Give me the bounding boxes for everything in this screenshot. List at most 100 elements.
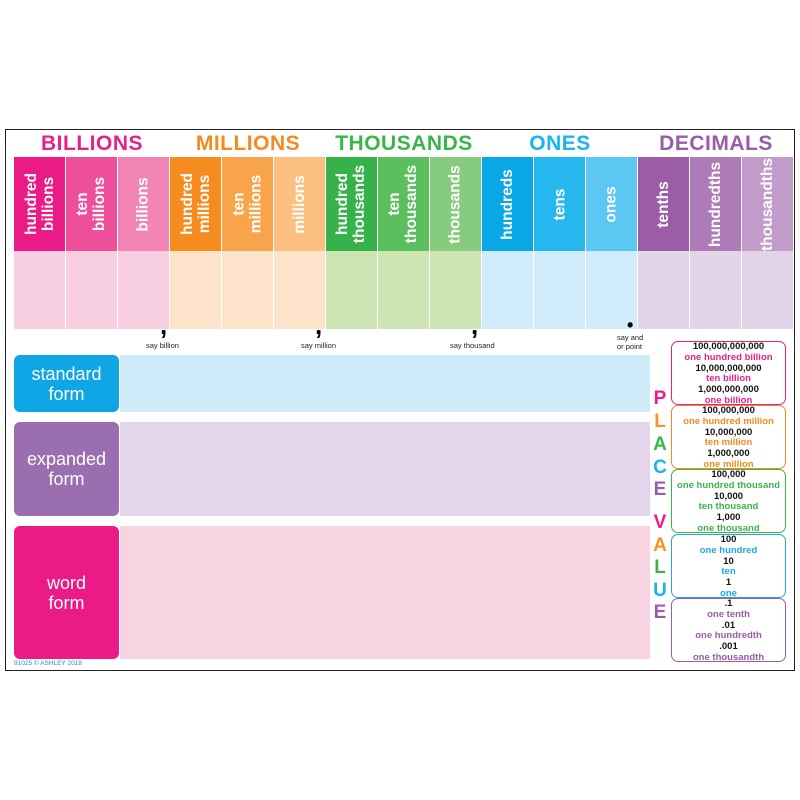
place-value-letter: C bbox=[653, 457, 667, 478]
column-label: ten millions bbox=[230, 174, 265, 234]
column-cell-hundred-billions bbox=[14, 251, 65, 329]
place-value-number: 1,000 bbox=[716, 512, 741, 524]
form-writing-area bbox=[120, 422, 650, 516]
place-value-number: 100,000,000 bbox=[702, 405, 755, 416]
form-label-standard-form: standard form bbox=[14, 355, 119, 412]
column-header-hundreds: hundreds bbox=[482, 157, 533, 251]
column-header-hundred-billions: hundred billions bbox=[14, 157, 65, 251]
place-value-words: one thousandth bbox=[692, 651, 765, 663]
place-value-words: one million bbox=[703, 458, 754, 470]
place-value-letter: E bbox=[653, 602, 667, 623]
comma-separator: , bbox=[160, 310, 168, 340]
column-label: hundred thousands bbox=[334, 164, 369, 244]
column-label: hundred millions bbox=[178, 173, 213, 235]
place-value-number: 10,000 bbox=[713, 490, 744, 502]
column-cell-hundredths bbox=[690, 251, 741, 329]
place-value-letter: A bbox=[653, 535, 667, 556]
place-value-number: 100,000 bbox=[711, 469, 746, 480]
group-title-ones: ONES bbox=[529, 132, 591, 155]
place-value-number: .01 bbox=[721, 619, 736, 631]
decimal-point-separator: • bbox=[627, 315, 634, 335]
place-value-words: ten bbox=[721, 566, 736, 578]
place-value-letter: L bbox=[654, 557, 666, 578]
place-value-letter: U bbox=[653, 580, 667, 601]
form-label-word-form: word form bbox=[14, 526, 119, 659]
place-value-letter: E bbox=[653, 479, 667, 500]
column-header-ten-billions: ten billions bbox=[66, 157, 117, 251]
column-header-thousandths: thousandths bbox=[742, 157, 793, 251]
column-cell-hundreds bbox=[482, 251, 533, 329]
place-value-number: 100 bbox=[720, 534, 737, 545]
column-header-ten-millions: ten millions bbox=[222, 157, 273, 251]
column-cell-thousands bbox=[430, 251, 481, 329]
column-label: tenths bbox=[655, 180, 672, 228]
place-value-words: one thousand bbox=[697, 522, 760, 534]
place-value-words: one hundred million bbox=[683, 415, 774, 427]
column-cell-ten-thousands bbox=[378, 251, 429, 329]
comma-separator: , bbox=[315, 310, 323, 340]
place-value-number: 100,000,000,000 bbox=[692, 341, 765, 352]
place-value-number: 1 bbox=[725, 577, 732, 589]
column-header-hundred-millions: hundred millions bbox=[170, 157, 221, 251]
column-header-hundredths: hundredths bbox=[690, 157, 741, 251]
place-value-number: 10,000,000,000 bbox=[695, 362, 762, 374]
column-cell-thousandths bbox=[742, 251, 793, 329]
place-value-words: one hundred bbox=[699, 544, 758, 556]
form-label-expanded-form: expanded form bbox=[14, 422, 119, 516]
column-header-hundred-thousands: hundred thousands bbox=[326, 157, 377, 251]
place-value-words: one bbox=[720, 587, 737, 599]
column-label: millions bbox=[291, 174, 309, 234]
column-cell-billions bbox=[118, 251, 169, 329]
place-value-letter: V bbox=[653, 512, 667, 533]
column-cell-hundred-thousands bbox=[326, 251, 377, 329]
form-writing-area bbox=[120, 355, 650, 412]
group-title-billions: BILLIONS bbox=[41, 132, 143, 155]
column-cell-ones bbox=[586, 251, 637, 329]
column-cell-hundred-millions bbox=[170, 251, 221, 329]
column-label: tens bbox=[551, 188, 568, 220]
column-header-ten-thousands: ten thousands bbox=[378, 157, 429, 251]
place-value-words: one billion bbox=[704, 394, 753, 406]
place-value-number: .001 bbox=[719, 641, 738, 653]
place-value-letter: L bbox=[654, 411, 666, 432]
place-value-words: ten billion bbox=[706, 373, 751, 385]
column-header-thousands: thousands bbox=[430, 157, 481, 251]
separator-label: say thousand bbox=[450, 341, 495, 350]
column-header-tens: tens bbox=[534, 157, 585, 251]
place-value-words: ten thousand bbox=[698, 501, 759, 513]
column-label: ten thousands bbox=[386, 164, 421, 244]
copyright-text: 91025 © ASHLEY 2018 bbox=[14, 660, 82, 667]
place-value-words: one hundred thousand bbox=[677, 479, 780, 491]
place-value-number: 10,000,000 bbox=[704, 426, 753, 438]
place-value-words: one hundred billion bbox=[684, 351, 773, 363]
form-writing-area bbox=[120, 526, 650, 659]
column-label: thousands bbox=[447, 164, 464, 244]
column-label: thousandths bbox=[759, 157, 776, 251]
place-value-letter: A bbox=[653, 434, 667, 455]
place-value-number: 1,000,000,000 bbox=[698, 384, 759, 396]
column-label: hundreds bbox=[499, 168, 516, 240]
column-header-millions: millions bbox=[274, 157, 325, 251]
place-value-words: one hundredth bbox=[695, 630, 762, 642]
column-header-tenths: tenths bbox=[638, 157, 689, 251]
place-value-number: 10 bbox=[723, 555, 734, 567]
column-cell-ten-billions bbox=[66, 251, 117, 329]
column-cell-millions bbox=[274, 251, 325, 329]
separator-label: say billion bbox=[146, 341, 179, 350]
place-value-number: 1,000,000 bbox=[707, 448, 750, 460]
place-value-number: .1 bbox=[724, 598, 733, 609]
column-cell-ten-millions bbox=[222, 251, 273, 329]
separator-label: say and or point bbox=[617, 333, 644, 351]
column-cell-tens bbox=[534, 251, 585, 329]
group-title-millions: MILLIONS bbox=[195, 132, 301, 155]
place-value-words: one tenth bbox=[707, 608, 750, 620]
separator-label: say million bbox=[301, 341, 337, 350]
place-value-letter: P bbox=[653, 388, 667, 409]
column-label: hundred billions bbox=[22, 173, 57, 235]
column-label: ones bbox=[603, 185, 620, 223]
